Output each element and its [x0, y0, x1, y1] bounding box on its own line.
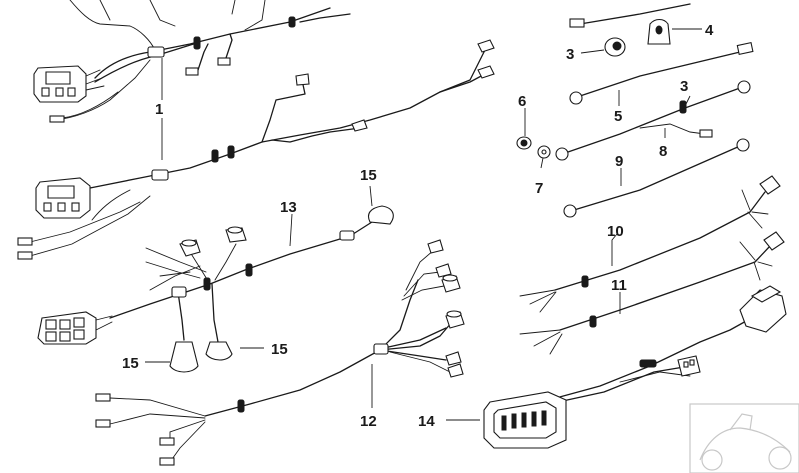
- grommet: [227, 145, 235, 159]
- connector-block-lower: [35, 177, 91, 219]
- terminal-lug: [95, 393, 111, 402]
- terminal-lug: [17, 237, 33, 246]
- rubber-boot: [205, 341, 233, 361]
- spade-terminal: [445, 351, 462, 366]
- harness-sleeve: [373, 343, 389, 355]
- terminal-lug: [569, 18, 585, 28]
- grommet: [211, 149, 219, 163]
- cable-11: [519, 231, 785, 355]
- rubber-boot: [169, 341, 199, 373]
- callout-15a: 15: [360, 167, 377, 184]
- cable-10: [519, 175, 781, 313]
- ring-terminal: [569, 91, 583, 105]
- callout-5: 5: [614, 108, 622, 125]
- callout-14: 14: [418, 413, 435, 430]
- grommet: [679, 100, 687, 114]
- callout-6: 6: [518, 93, 526, 110]
- callout-8: 8: [659, 143, 667, 160]
- spade-terminal: [351, 119, 368, 132]
- grommet: [203, 277, 211, 291]
- grommet: [245, 263, 253, 277]
- callout-11: 11: [611, 277, 627, 294]
- bulb-holder: [225, 226, 247, 243]
- ring-terminal: [563, 204, 577, 218]
- spade-terminal: [427, 239, 444, 254]
- leader-lines: [145, 28, 702, 421]
- harness-sleeve: [339, 230, 355, 241]
- terminal-lug: [95, 419, 111, 428]
- terminal-lug: [49, 115, 65, 123]
- connector-6pin: [37, 311, 113, 345]
- callout-9: 9: [615, 153, 623, 170]
- washer-hole: [541, 149, 547, 155]
- spade-terminal: [295, 73, 310, 86]
- grommet: [288, 16, 296, 28]
- bulb-socket-cap: [442, 274, 458, 282]
- main-harness-lower: [17, 39, 495, 260]
- harness-14: [483, 285, 787, 449]
- bulb-socket: [763, 231, 785, 251]
- spade-terminal: [447, 363, 464, 378]
- harness-sleeve: [639, 359, 657, 368]
- spade-terminal: [477, 65, 495, 79]
- ring-terminal: [736, 138, 750, 152]
- bulb-holder: [179, 239, 201, 257]
- motorcycle-watermark-logo: [689, 403, 799, 473]
- callout-13: 13: [280, 199, 297, 216]
- multi-pin-connector: [483, 391, 567, 449]
- diagnostic-connector: [739, 285, 787, 333]
- terminal-lug: [185, 67, 199, 76]
- callout-7: 7: [535, 180, 543, 197]
- grommet: [589, 315, 597, 328]
- rubber-boot: [367, 205, 394, 225]
- bulb-socket: [759, 175, 781, 195]
- callout-labels: 1 3 3 4 5 6 7 8 9 10 11 12 13 14 15 15 1…: [122, 22, 714, 430]
- small-parts-group: [516, 3, 754, 218]
- terminal-lug: [217, 57, 231, 66]
- ring-terminal: [737, 80, 751, 94]
- harness-sleeve: [147, 46, 165, 58]
- callout-3b: 3: [680, 78, 688, 95]
- callout-4: 4: [705, 22, 714, 39]
- holder-part-4: [647, 18, 671, 45]
- harness-sleeve: [151, 169, 169, 181]
- grommet: [237, 399, 245, 413]
- spade-terminal: [736, 41, 754, 55]
- grommet: [193, 36, 201, 50]
- harness-sleeve: [171, 286, 187, 298]
- callout-1: 1: [155, 101, 163, 118]
- harness-13: [37, 205, 394, 373]
- small-connector: [677, 355, 701, 377]
- callout-15c: 15: [271, 341, 288, 358]
- harness-12: [95, 239, 465, 466]
- callout-10: 10: [607, 223, 624, 240]
- connector-block-upper: [33, 65, 105, 103]
- spade-terminal: [435, 263, 452, 278]
- grommet: [581, 275, 589, 288]
- terminal-lug: [159, 437, 175, 446]
- spade-terminal: [477, 39, 495, 53]
- terminal-lug: [17, 251, 33, 260]
- main-harness-upper: [33, 0, 351, 123]
- callout-15b: 15: [122, 355, 139, 372]
- terminal-lug: [699, 129, 713, 138]
- grommet-part-3: [604, 37, 626, 57]
- terminal-lug: [159, 457, 175, 466]
- rubber-grommet-hole: [520, 139, 528, 147]
- bulb-socket-cap: [446, 310, 462, 318]
- callout-3a: 3: [566, 46, 574, 63]
- callout-12: 12: [360, 413, 377, 430]
- ring-terminal: [555, 147, 569, 161]
